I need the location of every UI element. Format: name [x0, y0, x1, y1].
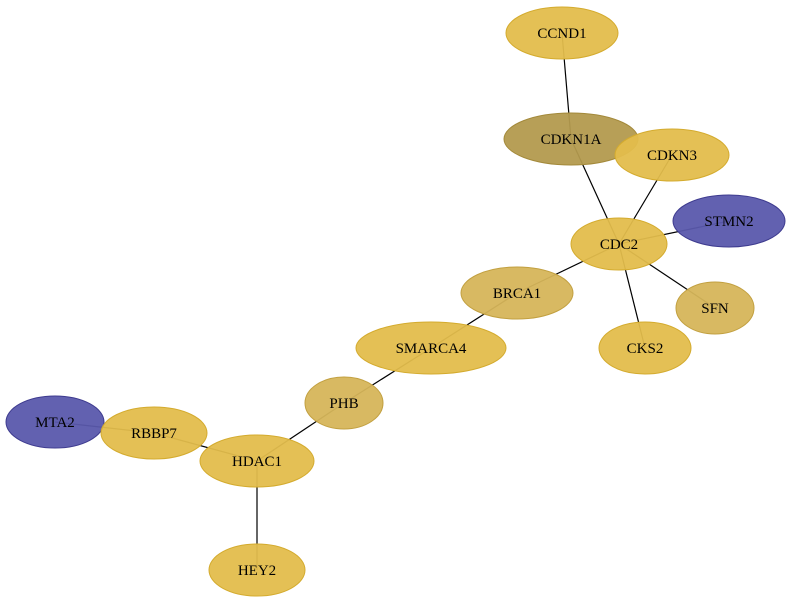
- node-sfn[interactable]: SFN: [675, 281, 755, 335]
- node-shape[interactable]: [598, 321, 692, 375]
- node-hey2[interactable]: HEY2: [208, 543, 306, 597]
- node-label: CKS2: [627, 341, 664, 357]
- node-rbbp7[interactable]: RBBP7: [100, 406, 208, 460]
- node-phb[interactable]: PHB: [304, 376, 384, 430]
- node-smarca4[interactable]: SMARCA4: [355, 321, 507, 375]
- node-shape[interactable]: [505, 6, 619, 60]
- edges-layer: [54, 32, 730, 570]
- node-shape[interactable]: [355, 321, 507, 375]
- node-shape[interactable]: [460, 266, 574, 320]
- node-label: HDAC1: [232, 454, 282, 470]
- node-shape[interactable]: [208, 543, 306, 597]
- node-cdc2[interactable]: CDC2: [570, 217, 668, 271]
- node-label: HEY2: [238, 563, 276, 579]
- node-label: STMN2: [704, 214, 753, 230]
- node-shape[interactable]: [199, 434, 315, 488]
- node-stmn2[interactable]: STMN2: [672, 194, 786, 248]
- node-shape[interactable]: [5, 395, 105, 449]
- node-label: SMARCA4: [396, 341, 467, 357]
- node-cks2[interactable]: CKS2: [598, 321, 692, 375]
- node-label: CDKN3: [647, 148, 697, 164]
- node-label: BRCA1: [493, 286, 541, 302]
- node-shape[interactable]: [614, 128, 730, 182]
- node-shape[interactable]: [570, 217, 668, 271]
- node-label: CCND1: [537, 26, 586, 42]
- node-shape[interactable]: [304, 376, 384, 430]
- node-mta2[interactable]: MTA2: [5, 395, 105, 449]
- node-brca1[interactable]: BRCA1: [460, 266, 574, 320]
- node-ccnd1[interactable]: CCND1: [505, 6, 619, 60]
- node-shape[interactable]: [100, 406, 208, 460]
- node-shape[interactable]: [675, 281, 755, 335]
- node-label: SFN: [701, 301, 729, 317]
- node-shape[interactable]: [672, 194, 786, 248]
- node-label: PHB: [329, 396, 358, 412]
- node-label: RBBP7: [131, 426, 177, 442]
- node-label: MTA2: [35, 415, 75, 431]
- node-label: CDC2: [600, 237, 638, 253]
- node-label: CDKN1A: [541, 132, 602, 148]
- node-hdac1[interactable]: HDAC1: [199, 434, 315, 488]
- node-cdkn3[interactable]: CDKN3: [614, 128, 730, 182]
